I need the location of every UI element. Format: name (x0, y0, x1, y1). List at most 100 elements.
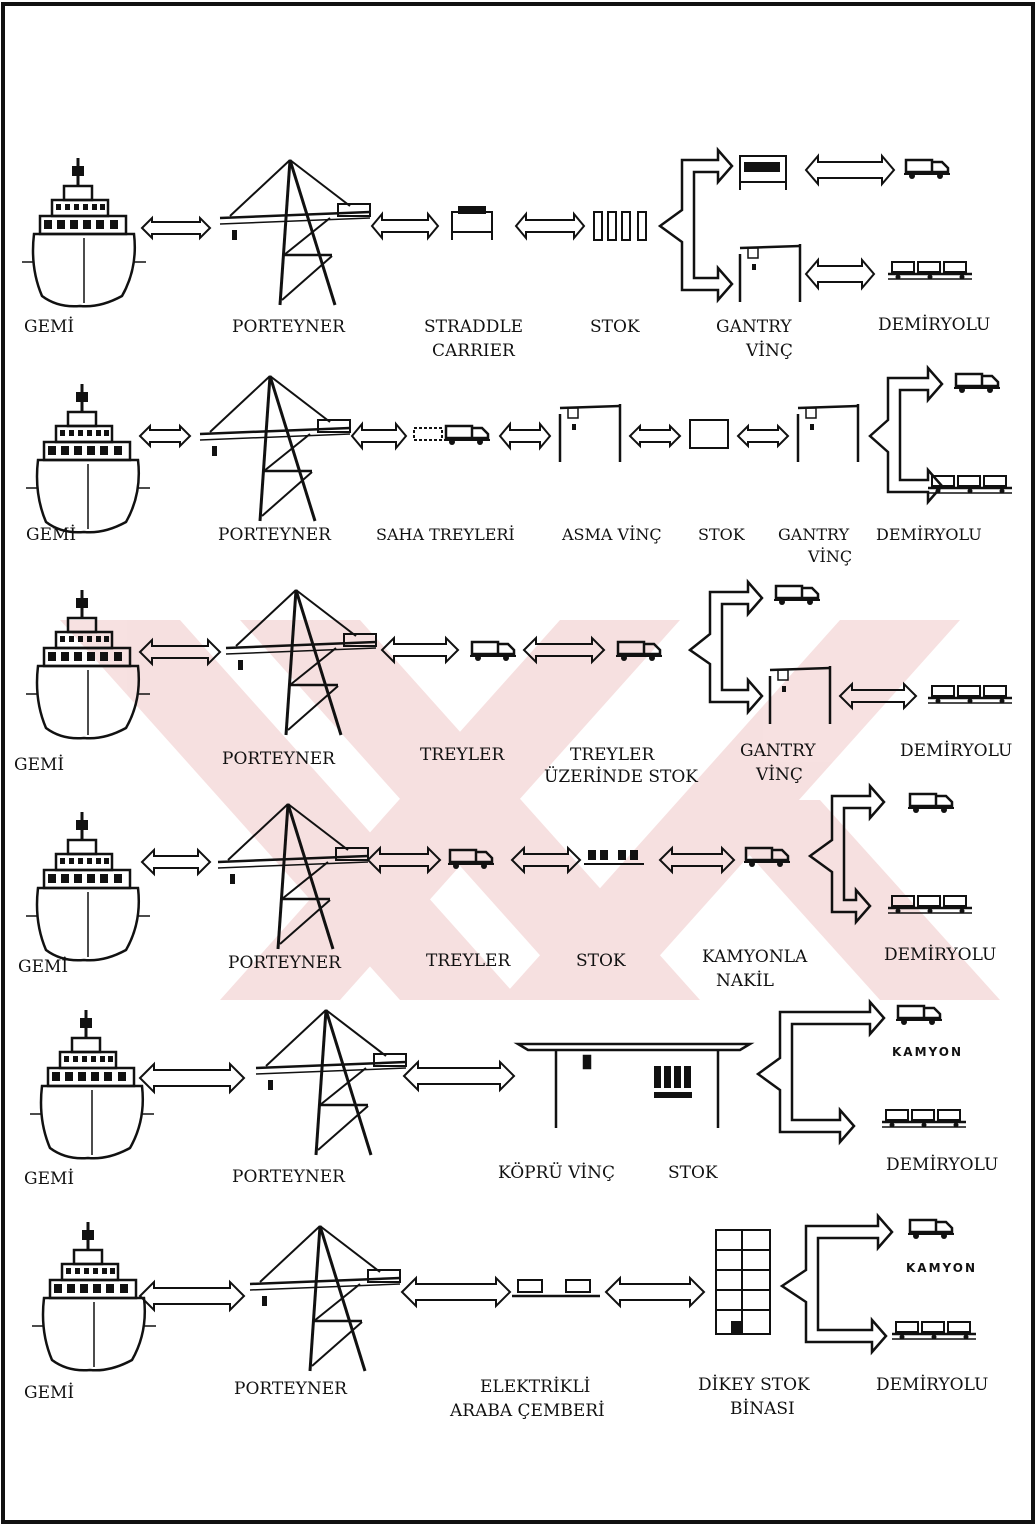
row2-hoist-label: ASMA VİNÇ (561, 524, 662, 544)
gantry-crane-icon (740, 156, 786, 190)
branch-arrow-icon (782, 1216, 892, 1352)
row5-bridge-label: KÖPRÜ VİNÇ (498, 1162, 615, 1183)
vertical-stock-building-icon (716, 1230, 770, 1334)
rail-wagon-icon (882, 1110, 966, 1128)
row4-ship-label: GEMİ (18, 956, 68, 977)
row4-crane-label: PORTEYNER (228, 953, 342, 973)
truck-icon (904, 160, 950, 179)
row6-vstock-label-1: DİKEY STOK (698, 1374, 810, 1395)
row2-crane-label: PORTEYNER (218, 525, 332, 545)
row-5-flow (30, 1002, 966, 1158)
row1-gantry-label-1: GANTRY (716, 317, 792, 337)
row4-trailer-label: TREYLER (426, 951, 511, 971)
stock-stack-icon (594, 212, 646, 240)
row6-loop-label-1: ELEKTRİKLİ (480, 1376, 590, 1397)
double-arrow-icon (140, 1064, 244, 1092)
double-arrow-icon (142, 850, 210, 874)
double-arrow-icon (140, 1282, 244, 1310)
double-arrow-icon (352, 424, 406, 448)
row3-ship-label: GEMİ (14, 754, 64, 775)
electric-car-loop-icon (512, 1280, 600, 1296)
row3-rail-label: DEMİRYOLU (900, 740, 1012, 761)
branch-arrow-icon (660, 150, 732, 300)
yard-trailer-icon (414, 426, 490, 445)
row1-crane-label: PORTEYNER (232, 317, 346, 337)
row4-truck-transport-label-1: KAMYONLA (702, 947, 808, 967)
row4-stock-label: STOK (576, 951, 626, 971)
row1-rail-label: DEMİRYOLU (878, 314, 990, 335)
row5-stock-label: STOK (668, 1163, 718, 1183)
gantry-crane-icon (740, 244, 800, 302)
double-arrow-icon (142, 218, 210, 238)
gantry-crane-icon (798, 404, 858, 462)
gantry-crane-icon (220, 160, 370, 305)
double-arrow-icon (140, 426, 190, 446)
row3-crane-label: PORTEYNER (222, 749, 336, 769)
gantry-crane-icon (200, 376, 350, 521)
bridge-crane-icon (518, 1044, 750, 1128)
truck-icon (908, 794, 954, 813)
row5-truck-label: KAMYON (892, 1045, 963, 1059)
row6-truck-label: KAMYON (906, 1261, 977, 1275)
rail-wagon-icon (928, 686, 1012, 704)
gantry-crane-icon (250, 1226, 400, 1371)
row2-ship-label: GEMİ (26, 524, 76, 545)
rail-wagon-icon (888, 262, 972, 280)
row1-straddle-label-2: CARRIER (432, 341, 516, 361)
row2-rail-label: DEMİRYOLU (876, 524, 982, 544)
row3-trailer-stock-label-2: ÜZERİNDE STOK (544, 766, 698, 787)
double-arrow-icon (516, 214, 584, 238)
row3-trailer-label: TREYLER (420, 745, 505, 765)
branch-arrow-icon (758, 1002, 884, 1142)
double-arrow-icon (806, 260, 874, 288)
truck-icon (470, 642, 516, 661)
overhead-crane-icon (560, 404, 620, 462)
row1-stock-label: STOK (590, 317, 640, 337)
row4-truck-transport-label-2: NAKİL (716, 970, 774, 991)
row3-gantry-label-1: GANTRY (740, 741, 816, 761)
row2-gantry-label-1: GANTRY (778, 525, 850, 544)
ship-icon (26, 384, 150, 532)
truck-icon (908, 1220, 954, 1239)
straddle-carrier-icon (452, 206, 492, 240)
row6-crane-label: PORTEYNER (234, 1379, 348, 1399)
row2-stock-label: STOK (698, 525, 746, 544)
double-arrow-icon (402, 1278, 510, 1306)
row6-vstock-label-2: BİNASI (730, 1398, 795, 1419)
stock-box-icon (690, 420, 728, 448)
row2-gantry-label-2: VİNÇ (807, 546, 852, 566)
double-arrow-icon (630, 426, 680, 446)
ship-icon (22, 158, 146, 306)
branch-arrow-icon (690, 582, 762, 712)
ship-icon (26, 812, 150, 960)
double-arrow-icon (404, 1062, 514, 1090)
row1-straddle-label-1: STRADDLE (424, 317, 523, 337)
row6-loop-label-2: ARABA ÇEMBERİ (449, 1400, 605, 1421)
row6-ship-label: GEMİ (24, 1382, 74, 1403)
double-arrow-icon (606, 1278, 704, 1306)
truck-icon (774, 586, 820, 605)
row5-ship-label: GEMİ (24, 1168, 74, 1189)
truck-icon (896, 1006, 942, 1025)
row-6-flow (32, 1216, 976, 1371)
double-arrow-icon (500, 424, 550, 448)
row3-trailer-stock-label-1: TREYLER (570, 745, 655, 765)
row1-gantry-label-2: VİNÇ (745, 340, 793, 361)
double-arrow-icon (738, 426, 788, 446)
stock-stack-icon (654, 1066, 692, 1098)
row6-rail-label: DEMİRYOLU (876, 1374, 988, 1395)
row3-gantry-label-2: VİNÇ (755, 764, 803, 785)
row4-rail-label: DEMİRYOLU (884, 944, 996, 965)
double-arrow-icon (806, 156, 894, 184)
ship-icon (30, 1010, 154, 1158)
row1-ship-label: GEMİ (24, 316, 74, 337)
double-arrow-icon (372, 214, 438, 238)
row-1-flow (22, 150, 972, 306)
rail-wagon-icon (892, 1322, 976, 1340)
gantry-crane-icon (256, 1010, 406, 1155)
truck-icon (954, 374, 1000, 393)
row-2-flow (26, 368, 1012, 532)
row5-crane-label: PORTEYNER (232, 1167, 346, 1187)
double-arrow-icon (382, 638, 458, 662)
